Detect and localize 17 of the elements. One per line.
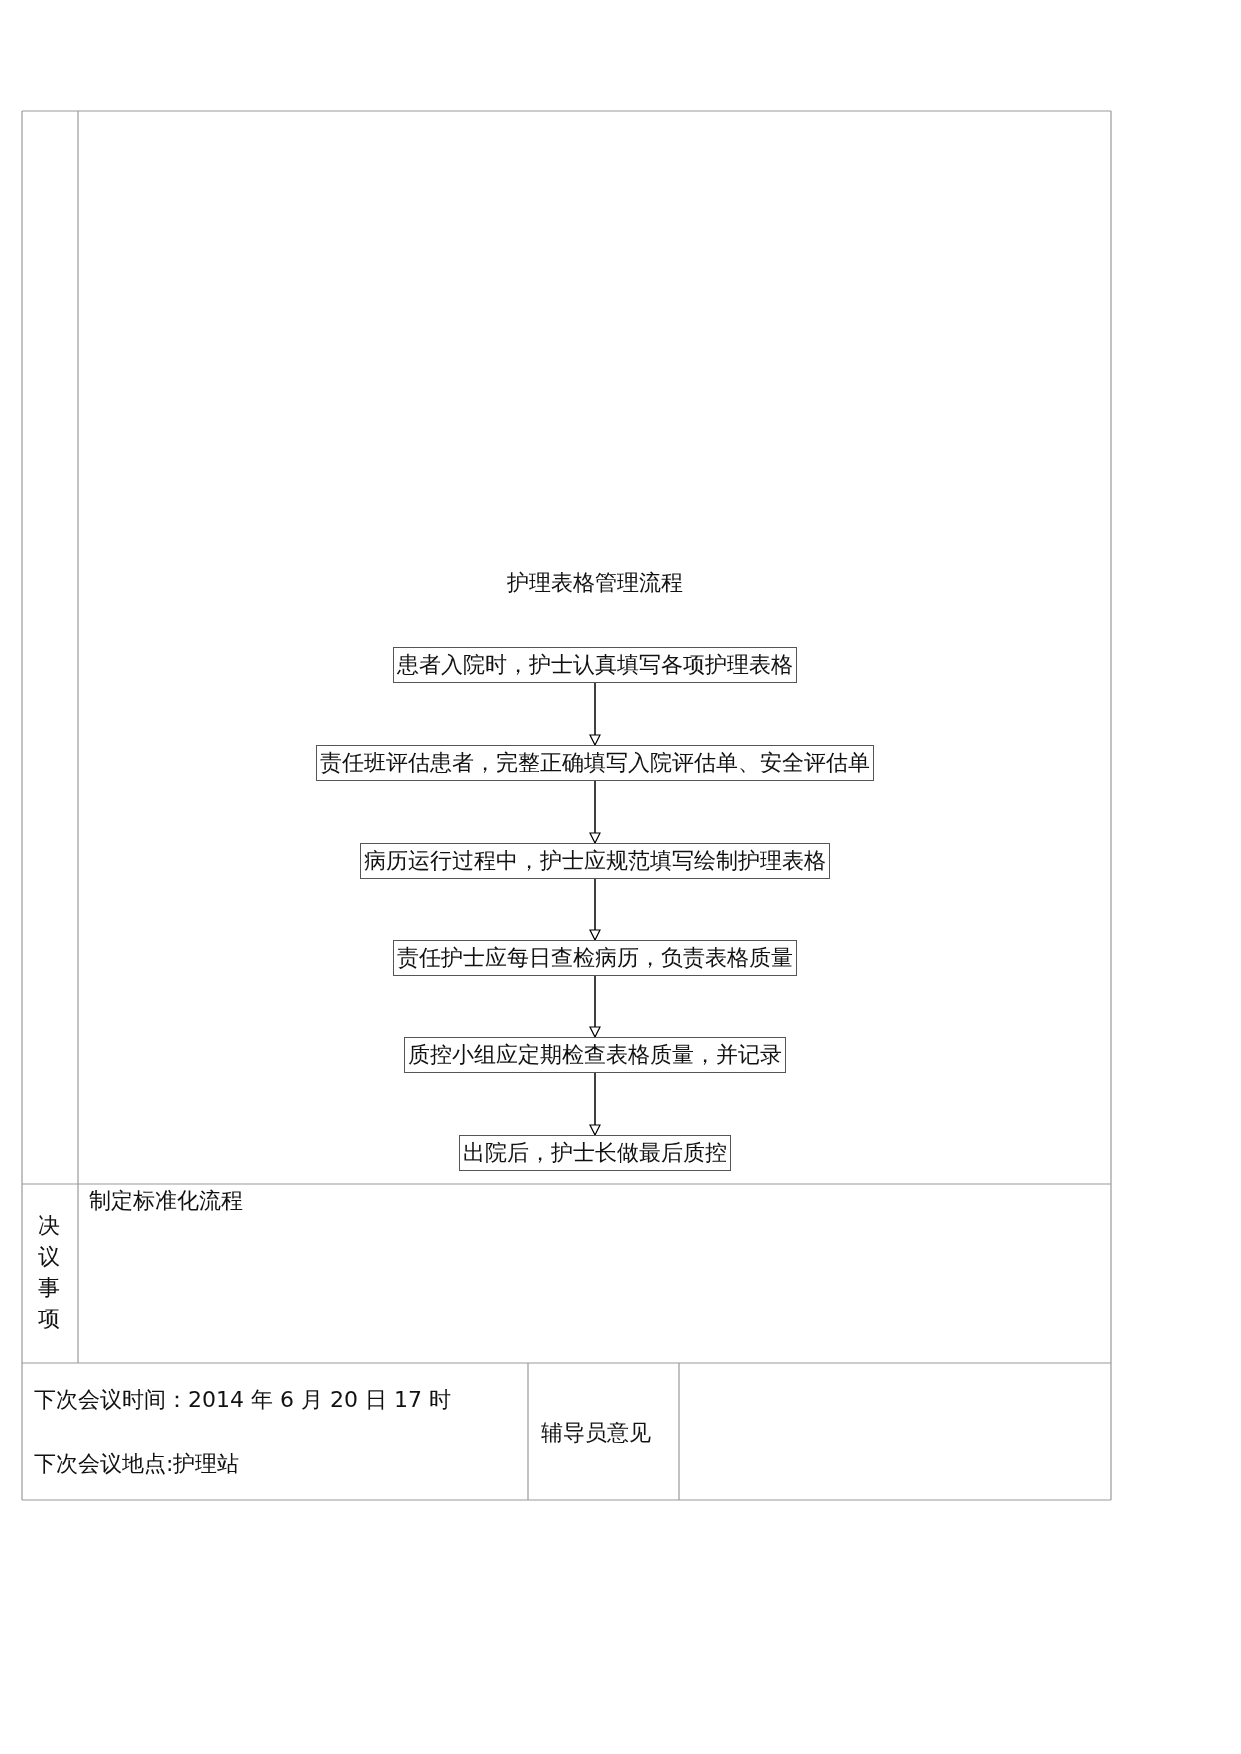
decision-heading: 决议事项 bbox=[38, 1212, 61, 1333]
arrow bbox=[589, 878, 601, 941]
process-box: 病历运行过程中，护士应规范填写绘制护理表格 bbox=[360, 843, 830, 879]
process-box: 责任班评估患者，完整正确填写入院评估单、安全评估单 bbox=[316, 745, 874, 781]
decision-text: 制定标准化流程 bbox=[89, 1187, 243, 1215]
process-box: 患者入院时，护士认真填写各项护理表格 bbox=[393, 647, 797, 683]
meeting-time-text: 下次会议时间：2014 年 6 月 20 日 17 时 bbox=[34, 1386, 451, 1414]
process-box: 责任护士应每日查检病历，负责表格质量 bbox=[393, 940, 797, 976]
arrow bbox=[589, 975, 601, 1038]
meeting-place-text: 下次会议地点:护理站 bbox=[34, 1450, 240, 1478]
flowchart-title: 护理表格管理流程 bbox=[507, 569, 683, 597]
arrow bbox=[589, 780, 601, 844]
process-box: 质控小组应定期检查表格质量，并记录 bbox=[404, 1037, 786, 1073]
arrow bbox=[589, 1072, 601, 1136]
advisor-opinion-heading: 辅导员意见 bbox=[541, 1419, 651, 1447]
arrow bbox=[589, 682, 601, 746]
process-box: 出院后，护士长做最后质控 bbox=[459, 1135, 731, 1171]
